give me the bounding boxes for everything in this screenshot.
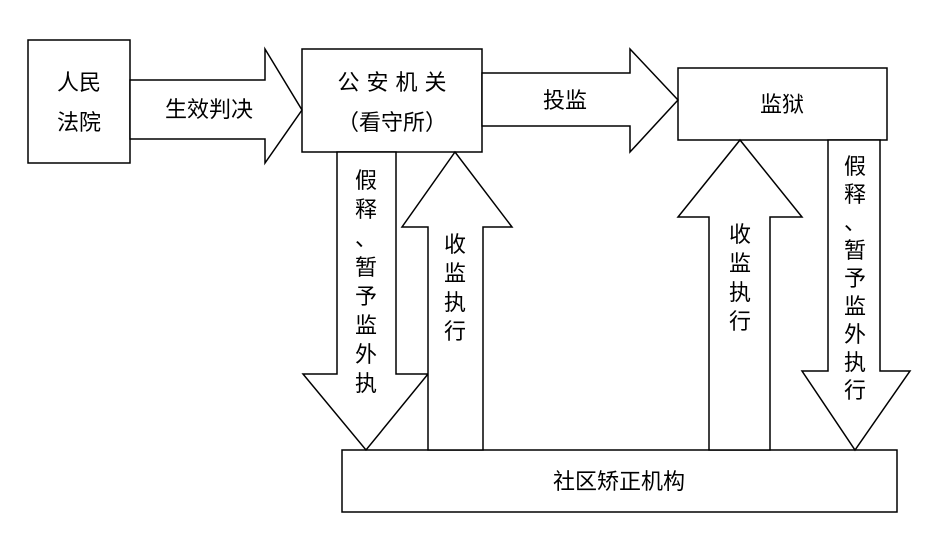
custody-left-char-2: 监	[444, 262, 466, 287]
parole-right-char-6: 监	[844, 295, 866, 320]
police-box: 公 安 机 关 （看守所）	[301, 48, 483, 153]
parole-right-char-9: 行	[844, 379, 866, 404]
imprison-arrow: 投监	[481, 47, 680, 154]
parole-right-char-8: 执	[844, 351, 866, 376]
custody-left-char-1: 收	[444, 233, 466, 258]
parole-left-char-7: 外	[355, 343, 377, 368]
parole-right-label: 假 释 、 暂 予 监 外 执 行	[844, 155, 866, 404]
parole-left-char-5: 予	[355, 285, 377, 310]
custody-right-arrow: 收 监 执 行	[676, 138, 804, 451]
custody-right-char-3: 执	[729, 281, 751, 306]
imprison-label: 投监	[543, 89, 587, 114]
prison-label: 监狱	[760, 93, 804, 118]
community-box: 社区矫正机构	[341, 449, 898, 513]
judgment-label: 生效判决	[165, 98, 253, 123]
parole-left-arrow: 假 释 、 暂 予 监 外 执	[301, 151, 430, 452]
police-label-line2: （看守所）	[337, 111, 447, 136]
parole-right-char-2: 释	[844, 183, 866, 208]
parole-left-char-3: 、	[355, 227, 377, 252]
parole-left-char-8: 执	[355, 372, 377, 397]
parole-right-char-5: 予	[844, 267, 866, 292]
custody-left-char-3: 执	[444, 291, 466, 316]
parole-left-char-2: 释	[355, 198, 377, 223]
custody-right-char-4: 行	[729, 310, 751, 335]
judgment-arrow: 生效判决	[129, 46, 303, 166]
custody-right-label: 收 监 执 行	[729, 223, 751, 335]
parole-right-char-1: 假	[844, 155, 866, 180]
prison-box: 监狱	[677, 67, 888, 141]
custody-left-label: 收 监 执 行	[444, 233, 466, 345]
custody-left-char-4: 行	[444, 320, 466, 345]
parole-left-char-4: 暂	[355, 256, 377, 281]
custody-left-arrow: 收 监 执 行	[400, 150, 514, 451]
parole-right-char-3: 、	[844, 211, 866, 236]
parole-left-char-1: 假	[355, 169, 377, 194]
custody-right-char-2: 监	[729, 252, 751, 277]
community-label: 社区矫正机构	[553, 470, 685, 495]
court-label-line1: 人民	[57, 71, 101, 96]
custody-right-char-1: 收	[729, 223, 751, 248]
court-label-line2: 法院	[57, 111, 101, 136]
parole-right-char-7: 外	[844, 323, 866, 348]
parole-left-char-6: 监	[355, 314, 377, 339]
police-label-line1: 公 安 机 关	[338, 71, 447, 96]
parole-right-arrow: 假 释 、 暂 予 监 外 执 行	[800, 139, 912, 452]
court-box: 人民 法院	[27, 39, 131, 164]
parole-right-char-4: 暂	[844, 239, 866, 264]
parole-left-label: 假 释 、 暂 予 监 外 执	[355, 169, 377, 397]
